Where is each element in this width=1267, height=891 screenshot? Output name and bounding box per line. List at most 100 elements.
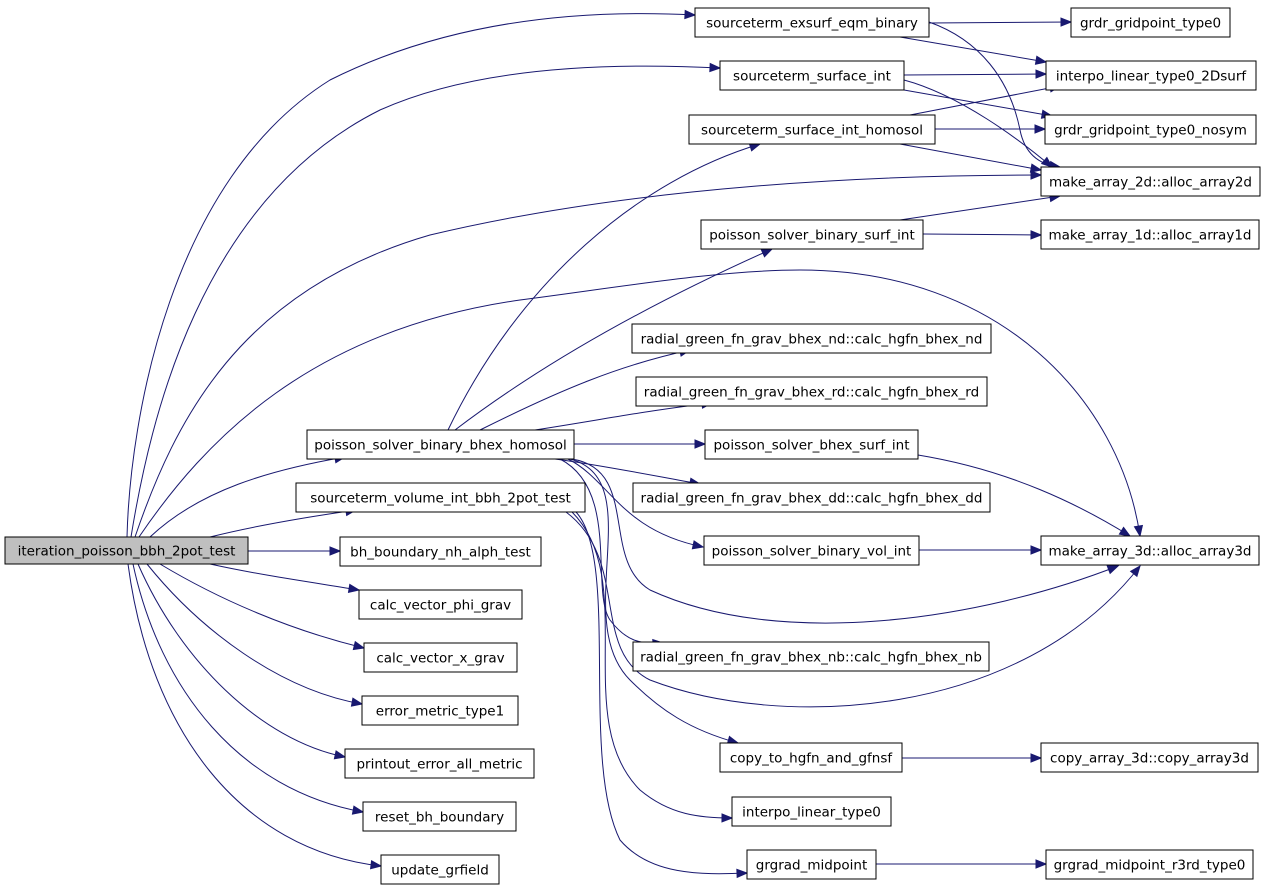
node-label: poisson_solver_bhex_surf_int xyxy=(713,438,909,454)
node-psbvol[interactable]: poisson_solver_binary_vol_int xyxy=(703,535,920,566)
edge-arrowhead xyxy=(1133,524,1144,538)
edge-psbhexhomo-copyhg xyxy=(569,458,740,745)
node-bhbound[interactable]: bh_boundary_nh_alph_test xyxy=(339,536,542,567)
node-copy3d[interactable]: copy_array_3d::copy_array3d xyxy=(1040,742,1259,773)
edge-sexsurf-alloc2d xyxy=(928,21,1062,171)
node-box xyxy=(635,376,988,407)
node-rgfnd[interactable]: radial_green_fn_grav_bhex_nd::calc_hgfn_… xyxy=(631,323,992,354)
node-psbsurf[interactable]: poisson_solver_binary_surf_int xyxy=(700,219,924,250)
edge-ssurfhomo-alloc2d xyxy=(899,143,1043,173)
edge-psbhexhomo-psbhexsurf xyxy=(574,439,707,449)
edge-ssurfint-interp2d xyxy=(903,69,1048,79)
node-sexsurf[interactable]: sourceterm_exsurf_eqm_binary xyxy=(694,7,930,38)
node-grgradmid[interactable]: grgrad_midpoint xyxy=(746,849,877,880)
call-graph-edges xyxy=(126,9,1144,879)
node-label: grdr_gridpoint_type0 xyxy=(1080,16,1221,32)
edge-arrowhead xyxy=(1035,859,1048,869)
edge-line xyxy=(209,563,360,591)
edge-psbvol-alloc3d xyxy=(919,545,1043,555)
node-rgfrd[interactable]: radial_green_fn_grav_bhex_rd::calc_hgfn_… xyxy=(635,376,988,407)
edge-line xyxy=(567,458,704,548)
node-alloc2d[interactable]: make_array_2d::alloc_array2d xyxy=(1040,166,1261,197)
edge-line xyxy=(928,21,1072,24)
call-graph-nodes: iteration_poisson_bbh_2pot_test sourceter… xyxy=(4,7,1261,885)
edge-arrowhead xyxy=(1030,230,1043,240)
node-box xyxy=(688,114,936,145)
node-label: radial_green_fn_grav_bhex_rd::calc_hgfn_… xyxy=(644,385,979,401)
edge-line xyxy=(137,563,346,758)
edge-arrowhead xyxy=(1118,526,1132,537)
node-psbhexhomo[interactable]: poisson_solver_binary_bhex_homosol xyxy=(306,429,575,460)
node-errm[interactable]: error_metric_type1 xyxy=(361,695,519,726)
node-svolint[interactable]: sourceterm_volume_int_bbh_2pot_test xyxy=(295,482,586,513)
node-grdrnosym[interactable]: grdr_gridpoint_type0_nosym xyxy=(1044,114,1257,145)
edge-root-resetbh xyxy=(132,563,365,815)
edge-psbhexsurf-alloc3d xyxy=(917,454,1132,537)
edge-arrowhead xyxy=(1060,17,1073,27)
node-interp0[interactable]: interpo_linear_type0 xyxy=(731,796,892,827)
node-label: sourceterm_surface_int xyxy=(733,69,891,85)
node-box xyxy=(344,748,535,779)
node-box xyxy=(363,642,518,673)
node-label: make_array_1d::alloc_array1d xyxy=(1049,228,1252,244)
node-label: grgrad_midpoint_r3rd_type0 xyxy=(1054,858,1246,874)
edge-arrowhead xyxy=(333,750,347,760)
edge-psbhexhomo-rgfdd xyxy=(554,458,702,487)
node-updgr[interactable]: update_grfield xyxy=(380,854,500,885)
node-ssurfint[interactable]: sourceterm_surface_int xyxy=(719,60,905,91)
node-label: iteration_poisson_bbh_2pot_test xyxy=(18,544,236,560)
node-box xyxy=(1040,166,1261,197)
node-label: copy_array_3d::copy_array3d xyxy=(1050,751,1249,767)
node-copyhg[interactable]: copy_to_hgfn_and_gfnsf xyxy=(719,742,903,773)
edge-sexsurf-grdr0 xyxy=(928,17,1073,27)
node-box xyxy=(1045,60,1257,91)
edge-arrowhead xyxy=(369,860,383,870)
node-alloc1d[interactable]: make_array_1d::alloc_array1d xyxy=(1040,219,1260,250)
node-grgrad3rd[interactable]: grgrad_midpoint_r3rd_type0 xyxy=(1045,849,1254,880)
edge-arrowhead xyxy=(329,546,342,556)
edge-ssurfhomo-interp2d xyxy=(909,83,1062,116)
node-psbhexsurf[interactable]: poisson_solver_bhex_surf_int xyxy=(704,429,919,460)
node-rgfdd[interactable]: radial_green_fn_grav_bhex_dd::calc_hgfn_… xyxy=(632,482,991,513)
node-printerr[interactable]: printout_error_all_metric xyxy=(344,748,535,779)
edge-arrowhead xyxy=(1035,69,1048,79)
edge-copyhg-copy3d xyxy=(902,753,1043,763)
node-box xyxy=(632,482,991,513)
edge-line xyxy=(454,248,773,431)
node-box xyxy=(362,801,517,832)
edge-svolint-alloc3d xyxy=(565,511,1141,708)
edge-line xyxy=(138,269,1141,538)
edge-arrowhead xyxy=(1106,565,1120,575)
edge-arrowhead xyxy=(760,248,774,258)
node-grdr0[interactable]: grdr_gridpoint_type0 xyxy=(1070,7,1231,38)
node-label: bh_boundary_nh_alph_test xyxy=(350,545,531,561)
node-label: poisson_solver_binary_bhex_homosol xyxy=(314,438,567,454)
node-resetbh[interactable]: reset_bh_boundary xyxy=(362,801,517,832)
edge-root-sexsurf xyxy=(126,9,697,538)
edge-line xyxy=(559,458,664,644)
edge-line xyxy=(922,233,1042,236)
edge-line xyxy=(571,511,733,819)
node-box xyxy=(1070,7,1231,38)
edge-line xyxy=(569,458,739,744)
node-box xyxy=(380,854,500,885)
edge-line xyxy=(917,454,1131,537)
node-rgfnb[interactable]: radial_green_fn_grav_bhex_nb::calc_hgfn_… xyxy=(632,641,990,672)
node-box xyxy=(731,796,892,827)
node-ssurfhomo[interactable]: sourceterm_surface_int_homosol xyxy=(688,114,936,145)
edge-arrowhead xyxy=(1029,163,1043,173)
node-cvx[interactable]: calc_vector_x_grav xyxy=(363,642,518,673)
edge-arrowhead xyxy=(736,868,749,879)
edge-root-ssurfint xyxy=(130,62,722,538)
node-box xyxy=(361,695,519,726)
node-box xyxy=(700,219,924,250)
edge-line xyxy=(903,73,1047,76)
node-cvphi[interactable]: calc_vector_phi_grav xyxy=(358,589,523,620)
node-interp2d[interactable]: interpo_linear_type0_2Dsurf xyxy=(1045,60,1257,91)
edge-root-updgr xyxy=(127,563,383,870)
node-alloc3d[interactable]: make_array_3d::alloc_array3d xyxy=(1040,535,1260,566)
edge-line xyxy=(571,458,1119,624)
node-box xyxy=(632,641,990,672)
edge-line xyxy=(149,456,346,538)
edge-line xyxy=(899,143,1042,171)
